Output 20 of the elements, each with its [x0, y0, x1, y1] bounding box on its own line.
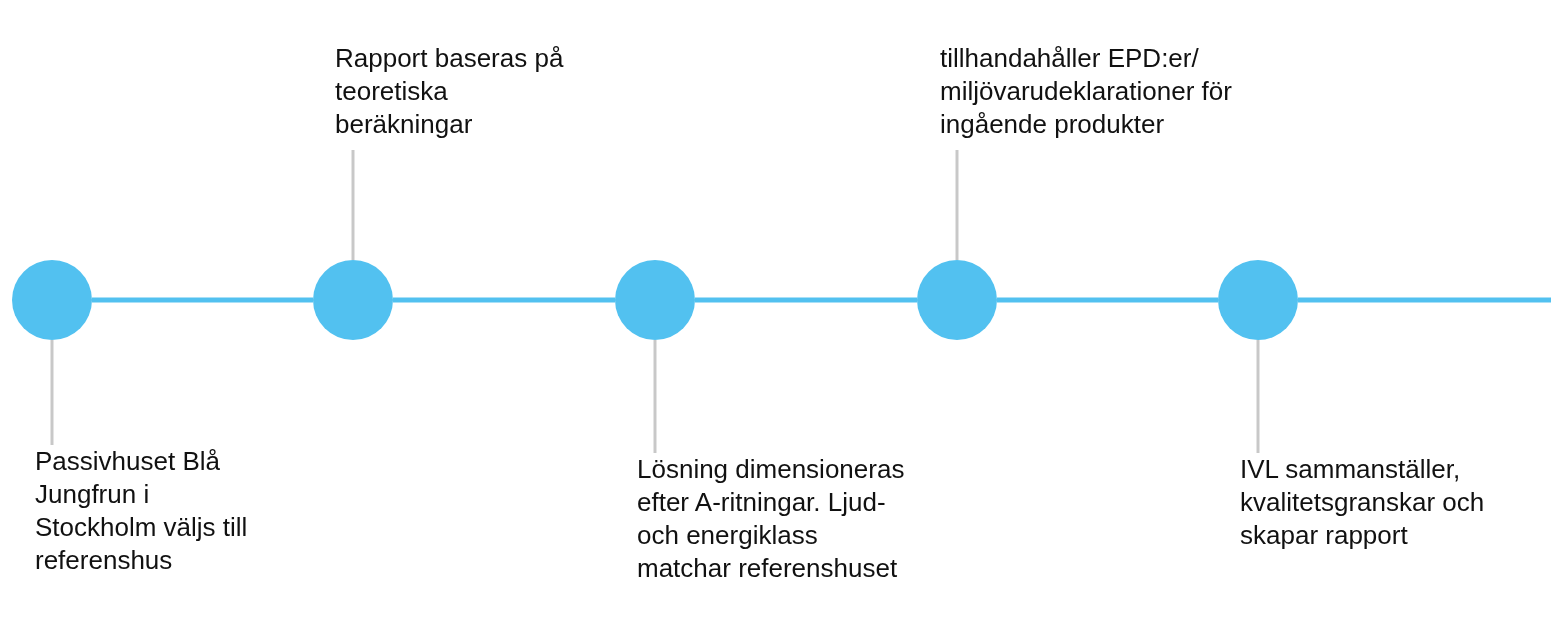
timeline-line — [393, 297, 615, 303]
timeline-line — [1298, 297, 1551, 303]
timeline-dot — [12, 260, 92, 340]
timeline-dot — [1218, 260, 1298, 340]
milestone-text: IVL sammanställer, kvalitetsgranskar och skapar rapport — [1240, 453, 1485, 552]
leader-line — [1256, 340, 1260, 453]
leader-line — [955, 150, 959, 260]
timeline-dot — [313, 260, 393, 340]
leader-line — [653, 340, 657, 453]
timeline-dot — [917, 260, 997, 340]
milestone-text: Lösning dimensioneras efter A-ritningar. Ljud- och energiklass matchar referenshuset — [637, 453, 906, 585]
timeline-line — [92, 297, 313, 303]
leader-line — [351, 150, 355, 260]
milestone-text: Rapport baseras på teoretiska beräkningar — [335, 42, 565, 141]
milestone-text: Passivhuset Blå Jungfrun i Stockholm väljs till referenshus — [35, 445, 249, 577]
timeline-line — [695, 297, 917, 303]
timeline-dot — [615, 260, 695, 340]
milestone-text: tillhandahåller EPD:er/ miljövarudeklarationer för ingående produkter — [940, 42, 1233, 141]
leader-line — [50, 340, 54, 445]
timeline-line — [997, 297, 1218, 303]
